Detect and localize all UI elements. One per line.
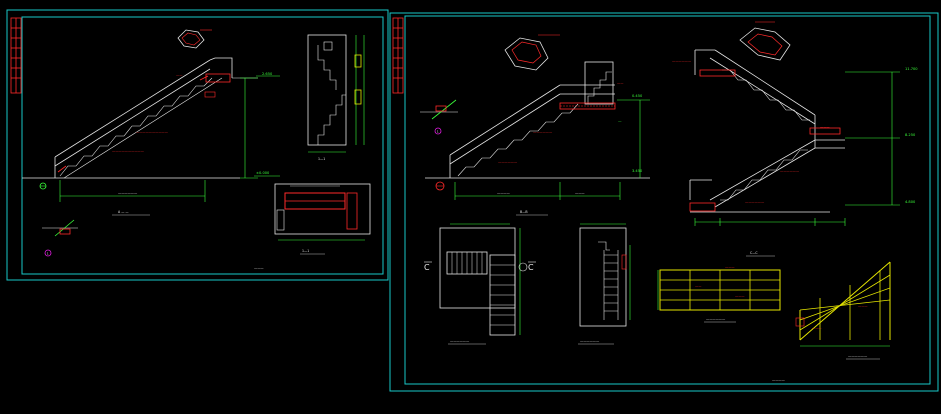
svg-text:——————: —————— [498,160,518,164]
svg-text:——————: —————— [118,191,138,195]
stair-plan-middle: —————— [578,223,631,345]
svg-text:——: —— [617,81,624,85]
handrail-elevation-1: ——— ——— —— —————— [657,265,781,323]
svg-text:——: —— [176,73,183,77]
svg-text:B—B: B—B [520,210,528,214]
svg-text:———: ——— [725,265,735,269]
left-sheet: —————————— —————————— —— —————— 2.650 ±0… [6,9,389,281]
right-sheet: —————— —————— —— 0.450 3.450 — ———— ——— … [389,12,939,392]
stair-section-bottom: 1—1 [274,183,371,255]
right-sheet-outer-frame [389,12,939,392]
left-sheet-outer-frame [6,9,389,281]
svg-text:———: ——— [858,304,868,308]
right-detail-marker-label: 1 [437,130,439,134]
svg-text:A — —: A — — [118,210,129,214]
svg-text:———: ——— [820,125,830,129]
left-sheet-margin-marks [10,17,22,94]
svg-text:———: ——— [254,266,264,270]
elevation-far-top-label: 11.700 [905,67,918,71]
stair-plan-detail-top [177,29,212,49]
stair-elevation-a: —————————— —————————— —— —————— 2.650 ±0… [22,57,280,216]
svg-text:———: ——— [575,191,585,195]
svg-text:——————: —————— [672,59,692,63]
svg-text:———: ——— [812,326,822,330]
svg-text:————: ———— [772,378,786,382]
svg-text:——————: —————— [533,130,553,134]
section-mark-c-right: C [528,263,534,272]
stair-elevation-b: —————— —————— —— 0.450 3.450 — ———— ——— … [425,61,650,216]
stair-section-narrow: 1—1 [307,34,365,161]
svg-text:1—1: 1—1 [302,249,309,253]
svg-text:——————: —————— [780,169,800,173]
svg-text:——————: —————— [450,339,470,343]
stair-detail-bottom-left: 1 [42,219,78,257]
left-sheet-inner-frame [21,16,384,275]
elevation-far-mid-label: 8.250 [905,133,916,137]
stair-plan-c: C C —————— [424,223,536,345]
svg-text:——————: —————— [745,200,765,204]
elevation-landing-label: 0.450 [632,94,643,98]
elevation-bottom-label: ±0.000 [256,171,270,175]
handrail-elevation-2: ——— ——— —————— [795,261,891,360]
svg-text:C—C: C—C [750,251,758,255]
elevation-far-bottom-label: 4.800 [905,200,916,204]
svg-text:——————: —————— [706,317,726,321]
right-sheet-margin-marks [392,17,404,94]
svg-text:——————: —————— [580,339,600,343]
svg-text:————: ———— [497,191,511,195]
svg-text:——————————: —————————— [112,149,145,153]
svg-text:——————: —————— [848,354,868,358]
stair-detail-left: 1 [420,99,458,135]
svg-text:—: — [618,119,622,123]
svg-text:——————————: —————————— [136,130,169,134]
section-mark-c-left: C [424,263,430,272]
elevation-mid-stair-label: 3.450 [632,169,643,173]
stair-plan-detail-right-top [504,34,560,71]
detail-marker-label: 1 [47,252,49,256]
right-sheet-inner-frame [404,15,931,385]
stair-elevation-c: —————— ——— —————— —————— 11.700 8.250 4.… [672,21,918,257]
elevation-top-label: 2.650 [262,72,273,76]
svg-text:1—1: 1—1 [318,157,325,161]
svg-text:——: —— [695,284,702,288]
svg-text:———: ——— [735,294,745,298]
stair-steps-zigzag [59,77,213,177]
